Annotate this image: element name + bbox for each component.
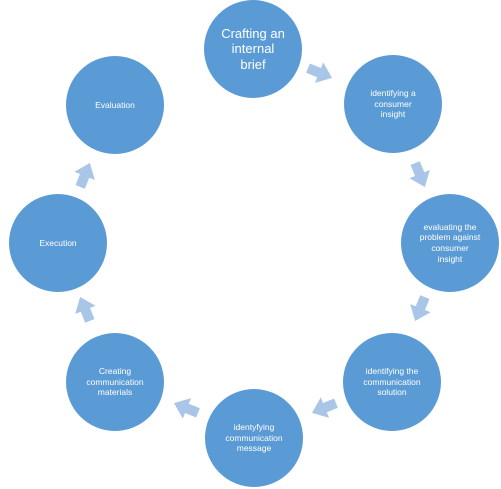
cycle-arrow-5 xyxy=(173,398,200,419)
node-crafting-internal-brief: Crafting an internal brief xyxy=(204,0,302,98)
cycle-arrow-6 xyxy=(75,296,96,323)
node-label: Evaluation xyxy=(95,99,135,110)
node-creating-communication-materials: Creating communication materials xyxy=(66,333,164,431)
node-evaluation: Evaluation xyxy=(66,56,164,154)
cycle-arrow-1 xyxy=(306,62,333,83)
cycle-arrow-4 xyxy=(311,397,338,418)
node-label: identifying a consumer insight xyxy=(370,88,416,120)
node-label: Crafting an internal brief xyxy=(221,25,285,72)
cycle-arrow-2 xyxy=(409,161,430,188)
node-identifying-communication-message: identyfying communication message xyxy=(205,389,303,487)
node-execution: Execution xyxy=(9,194,107,292)
node-evaluating-problem: evaluating the problem against consumer … xyxy=(401,194,499,292)
cycle-arrow-7 xyxy=(74,162,95,189)
node-identifying-consumer-insight: identifying a consumer insight xyxy=(344,55,442,153)
node-label: Creating communication materials xyxy=(86,366,144,398)
node-label: identyfying communication message xyxy=(225,422,283,454)
node-label: identifying the communication solution xyxy=(363,366,421,398)
node-label: evaluating the problem against consumer … xyxy=(419,221,481,264)
cycle-arrow-3 xyxy=(410,295,431,322)
node-identifying-communication-solution: identifying the communication solution xyxy=(343,333,441,431)
node-label: Execution xyxy=(39,237,77,248)
